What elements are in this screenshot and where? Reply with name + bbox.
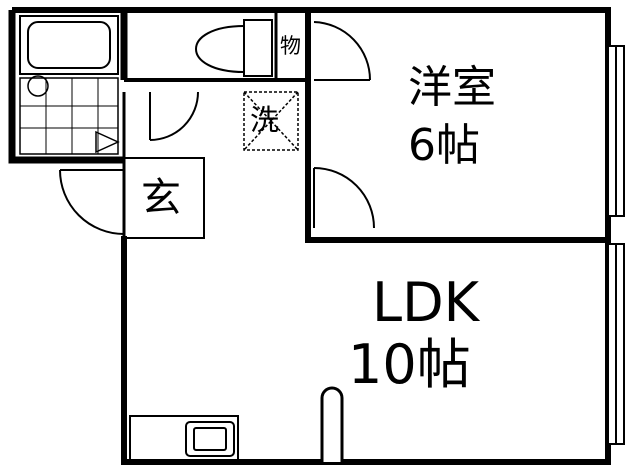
bath-door <box>149 91 199 141</box>
partition-stub <box>320 386 344 462</box>
bathtub <box>19 15 119 75</box>
storage-label: 物 <box>280 34 301 58</box>
western-door-lower <box>313 167 375 229</box>
washroom-label: 洗 <box>250 103 280 137</box>
entrance-door <box>59 169 125 235</box>
kitchen-counter <box>129 415 239 464</box>
wash-basin <box>19 75 120 155</box>
western-room-name: 洋室 <box>408 62 496 113</box>
ldk-room-size: 10帖 <box>348 333 471 396</box>
entrance-box <box>123 157 205 239</box>
windows-right <box>607 45 625 445</box>
ldk-room-name: LDK <box>372 271 480 334</box>
toilet <box>195 19 273 77</box>
western-room-size: 6帖 <box>408 120 480 171</box>
washer-space <box>243 91 299 151</box>
storage-door <box>313 21 371 81</box>
walls <box>8 7 611 465</box>
entrance-label: 玄 <box>141 175 181 221</box>
